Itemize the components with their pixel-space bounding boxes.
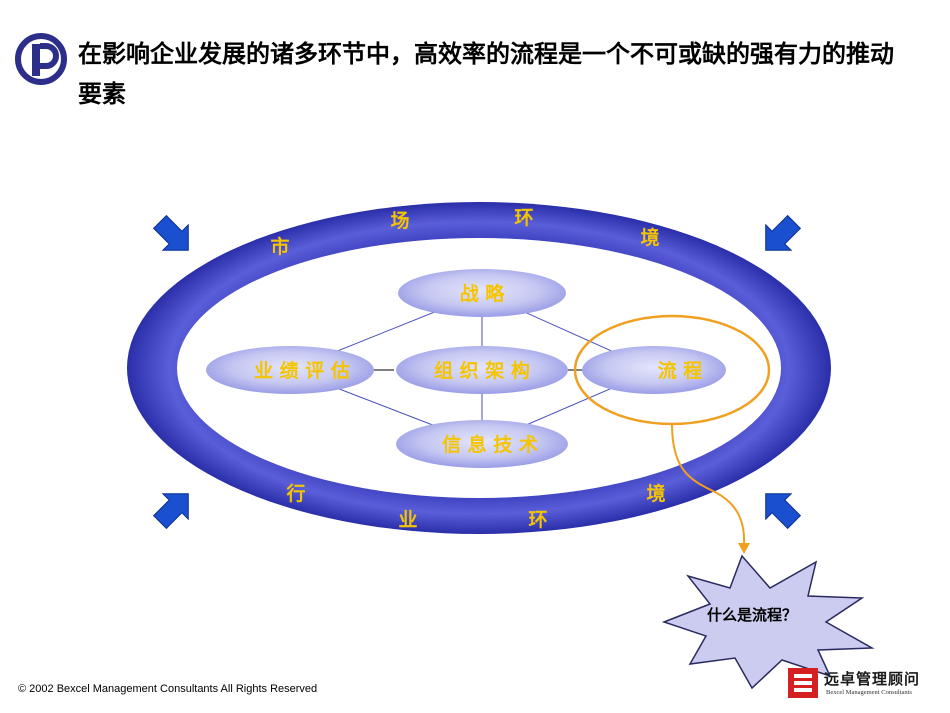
starburst-icon — [661, 554, 875, 690]
ring-label-bottom: 行 — [285, 482, 305, 505]
ring-label-top: 境 — [640, 226, 659, 249]
ring-label-bottom: 环 — [528, 509, 547, 531]
ring-label-bottom: 境 — [646, 482, 665, 505]
arrow-icon — [152, 214, 802, 530]
node-process: 流 程 — [582, 346, 726, 394]
node-label: 流 程 — [658, 359, 703, 382]
node-label: 战 略 — [460, 282, 506, 305]
brand-name: 远卓管理顾问 — [824, 670, 921, 688]
brand-subtitle: Bexcel Management Consultants — [826, 689, 912, 696]
logo-icon — [15, 33, 67, 85]
callout-text: 什么是流程？ — [707, 606, 797, 624]
ring-label-bottom: 业 — [398, 509, 417, 531]
node-organization: 组 织 架 构 — [396, 346, 568, 394]
ring-label-top: 市 — [270, 235, 289, 258]
callout-connector — [671, 423, 746, 546]
node-it: 信 息 技 术 — [396, 420, 568, 468]
arrow-head — [738, 543, 750, 554]
copyright-footer: © 2002 Bexcel Management Consultants All… — [18, 683, 318, 695]
ring-label-top: 场 — [390, 210, 409, 232]
node-label: 信 息 技 术 — [442, 433, 538, 456]
ring-label-top: 环 — [514, 207, 533, 229]
node-label: 业 绩 评 估 — [254, 359, 350, 382]
brand-logo-icon — [788, 668, 818, 698]
page-title: 在影响企业发展的诸多环节中，高效率的流程是一个不可或缺的强有力的推动要素 — [78, 40, 894, 108]
node-performance: 业 绩 评 估 — [206, 346, 374, 394]
node-label: 组 织 架 构 — [434, 359, 530, 382]
node-strategy: 战 略 — [398, 269, 566, 317]
